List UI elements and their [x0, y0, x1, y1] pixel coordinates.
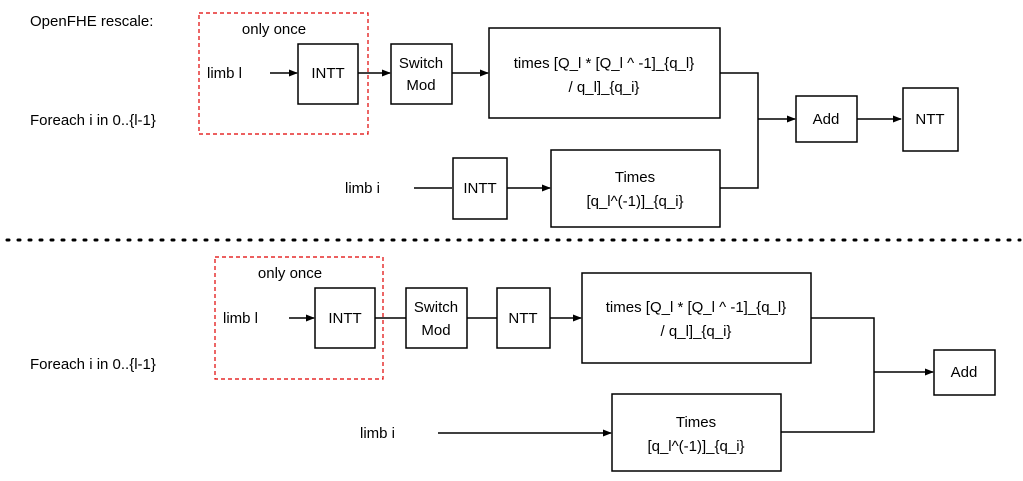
times-inv-line1-bottom: Times [676, 414, 716, 431]
switch-mod-box-top [390, 43, 453, 105]
times-ql-box-bottom [581, 272, 812, 364]
merge-line-top [720, 72, 759, 189]
intt-label-top: INTT [311, 65, 344, 82]
once-region-top [198, 12, 369, 135]
times-ql-line2-top: / q_l]_{q_i} [569, 79, 640, 96]
add-label-top: Add [813, 111, 840, 128]
intt-label-2-top: INTT [463, 180, 496, 197]
switch-mod-line1-bottom: Switch [414, 299, 458, 316]
times-inv-line2-bottom: [q_l^(-1)]_{q_i} [647, 438, 744, 455]
bottom-diagram: only once limb l Foreach i in 0..{l-1} l… [30, 256, 996, 472]
once-label-bottom: only once [258, 265, 322, 282]
foreach-label-top: Foreach i in 0..{l-1} [30, 112, 156, 129]
switch-mod-line1-top: Switch [399, 55, 443, 72]
times-inv-line2-top: [q_l^(-1)]_{q_i} [586, 193, 683, 210]
diagram-title: OpenFHE rescale: [30, 13, 153, 30]
intt-box-top [297, 43, 359, 105]
times-ql-line1-bottom: times [Q_l * [Q_l ^ -1]_{q_l} [606, 299, 786, 316]
ntt-label-top: NTT [915, 111, 944, 128]
add-label-bottom: Add [951, 364, 978, 381]
switch-mod-line2-bottom: Mod [421, 322, 450, 339]
limb-l-label-top: limb l [207, 65, 242, 82]
merge-line-bottom [781, 317, 875, 433]
times-ql-line2-bottom: / q_l]_{q_i} [661, 323, 732, 340]
once-region-bottom [214, 256, 384, 380]
ntt-box-bottom [496, 287, 551, 349]
times-ql-line1-top: times [Q_l * [Q_l ^ -1]_{q_l} [514, 55, 694, 72]
top-diagram: OpenFHE rescale: only once limb l Foreac… [30, 12, 959, 228]
add-box-top [795, 95, 858, 143]
limb-i-label-bottom: limb i [360, 425, 395, 442]
times-ql-box-top [488, 27, 721, 119]
times-inv-box-top [550, 149, 721, 228]
intt-box-2-top [452, 157, 508, 220]
times-inv-box-bottom [611, 393, 782, 472]
switch-mod-line2-top: Mod [406, 77, 435, 94]
foreach-label-bottom: Foreach i in 0..{l-1} [30, 356, 156, 373]
ntt-label-bottom: NTT [508, 310, 537, 327]
limb-i-label-top: limb i [345, 180, 380, 197]
intt-box-bottom [314, 287, 376, 349]
limb-l-label-bottom: limb l [223, 310, 258, 327]
add-box-bottom [933, 349, 996, 396]
times-inv-line1-top: Times [615, 169, 655, 186]
once-label-top: only once [242, 21, 306, 38]
switch-mod-box-bottom [405, 287, 468, 349]
intt-label-bottom: INTT [328, 310, 361, 327]
ntt-box-top [902, 87, 959, 152]
